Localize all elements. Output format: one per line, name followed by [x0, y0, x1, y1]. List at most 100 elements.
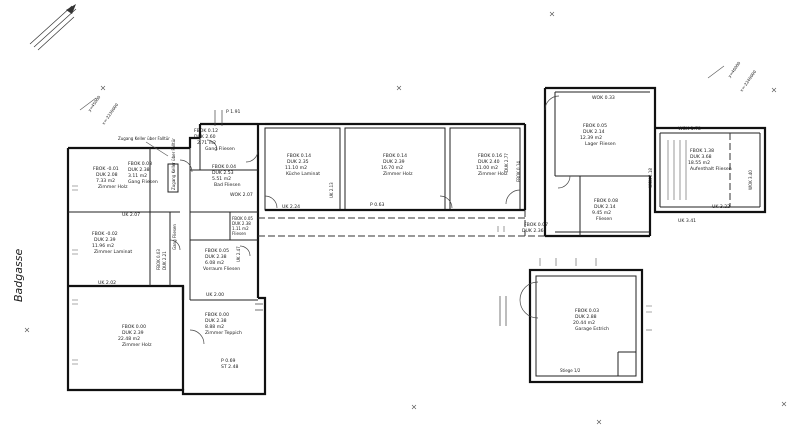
svg-text:Gang Fliesen: Gang Fliesen	[128, 179, 158, 185]
svg-text:FBOK 0.16: FBOK 0.16	[478, 153, 502, 159]
svg-text:FBOK 0.07: FBOK 0.07	[524, 222, 548, 228]
svg-text:ST 2.48: ST 2.48	[221, 364, 238, 370]
svg-text:DUK 2.40: DUK 2.40	[478, 159, 500, 165]
svg-text:8.88 m2: 8.88 m2	[205, 324, 224, 330]
coordinate-marker-east: y=46000 x=-2240000	[707, 60, 758, 93]
svg-text:FBOK -0.01: FBOK -0.01	[93, 166, 119, 172]
svg-text:UK 2.47: UK 2.47	[236, 246, 241, 262]
svg-text:DUK 2.38: DUK 2.38	[205, 318, 227, 324]
room-label-zimmer-holz-large: FBOK 0.00 DUK 2.39 22.48 m2 Zimmer Holz	[118, 324, 152, 348]
svg-text:9.45 m2: 9.45 m2	[592, 210, 611, 216]
svg-text:Küche Laminat: Küche Laminat	[286, 171, 320, 177]
svg-text:DUK 2.35: DUK 2.35	[287, 159, 309, 165]
reference-marks	[24, 11, 787, 425]
svg-text:DUK 2.38: DUK 2.38	[128, 167, 150, 173]
svg-text:5.51 m2: 5.51 m2	[212, 176, 231, 182]
door-swings	[169, 95, 571, 345]
svg-text:DUK 2.77: DUK 2.77	[504, 153, 509, 172]
svg-text:DUK 2.36: DUK 2.36	[522, 228, 544, 234]
svg-text:Vorraum Fliesen: Vorraum Fliesen	[203, 266, 240, 272]
room-label-kueche: FBOK 0.14 DUK 2.35 11.10 m2 Küche Lamina…	[285, 153, 320, 177]
room-label-lager: FBOK 0.05 DUK 2.14 12.39 m2 Lager Fliese…	[580, 123, 616, 147]
svg-text:Gang Fliesen: Gang Fliesen	[172, 224, 177, 250]
svg-text:FBOK 0.05: FBOK 0.05	[232, 216, 253, 221]
svg-text:22.48 m2: 22.48 m2	[118, 336, 140, 342]
svg-text:FBOK 0.08: FBOK 0.08	[594, 198, 618, 204]
svg-text:y=46000: y=46000	[727, 60, 742, 78]
svg-text:UK 2.00: UK 2.00	[206, 292, 224, 298]
svg-text:Zugang Keller über Falltür: Zugang Keller über Falltür	[171, 138, 176, 190]
svg-text:1.11 m2: 1.11 m2	[232, 226, 249, 231]
room-label-aufenthalt: FBOK 1.38 DUK 3.68 18.55 m2 Aufenthalt F…	[688, 148, 732, 172]
east-building-walls	[543, 86, 767, 238]
room-label-zimmer-laminat: FBOK -0.02 DUK 2.39 11.96 m2 Zimmer Lami…	[92, 231, 132, 255]
svg-text:DUK 2.14: DUK 2.14	[594, 204, 616, 210]
svg-text:Fliesen: Fliesen	[596, 216, 612, 222]
svg-text:P 1.91: P 1.91	[226, 109, 241, 115]
garage-walls	[528, 268, 644, 384]
room-label-gang-fliesen-3: FBOK 0.03 DUK 2.21 Gang Fliesen	[156, 224, 177, 270]
svg-text:Lager Fliesen: Lager Fliesen	[585, 141, 616, 147]
svg-text:WOK 2.07: WOK 2.07	[230, 192, 253, 198]
room-label-gang-fliesen-2: FBOK 0.12 DUK 2.60 2.71 m2 Gang Fliesen	[194, 128, 235, 152]
svg-text:Bad Fliesen: Bad Fliesen	[214, 182, 241, 188]
svg-text:Garage Estrich: Garage Estrich	[575, 326, 609, 332]
svg-text:WOK 1.78: WOK 1.78	[678, 126, 701, 132]
svg-text:UK 2.07: UK 2.07	[122, 212, 140, 218]
room-label-vorraum: FBOK 0.05 DUK 2.38 6.08 m2 Vorraum Flies…	[203, 248, 240, 272]
svg-text:DUK 2.88: DUK 2.88	[575, 314, 597, 320]
room-label-zimmer-teppich: FBOK 0.00 DUK 2.38 8.88 m2 Zimmer Teppic…	[205, 312, 242, 336]
svg-text:2.71 m2: 2.71 m2	[197, 140, 216, 146]
svg-text:x=-2230000: x=-2230000	[101, 102, 120, 126]
svg-text:Fliesen: Fliesen	[232, 231, 247, 236]
svg-text:WOK 3.40: WOK 3.40	[748, 170, 753, 190]
svg-text:18.55 m2: 18.55 m2	[688, 160, 710, 166]
svg-text:Zimmer Laminat: Zimmer Laminat	[94, 249, 132, 255]
svg-text:P 0.69: P 0.69	[221, 358, 236, 364]
svg-text:P 0.63: P 0.63	[370, 202, 385, 208]
room-label-gang-fliesen-1: FBOK 0.03 DUK 2.38 3.11 m2 Gang Fliesen	[128, 161, 158, 185]
svg-text:x=-2240000: x=-2240000	[739, 69, 758, 93]
svg-text:6.08 m2: 6.08 m2	[205, 260, 224, 266]
room-label-fliesen-small: FBOK 0.05 DUK 2.38 1.11 m2 Fliesen	[232, 216, 253, 236]
north-arrow-icon	[29, 4, 77, 51]
svg-text:DUK 2.53: DUK 2.53	[212, 170, 234, 176]
svg-text:FBOK 0.03: FBOK 0.03	[575, 308, 599, 314]
room-label-bad: FBOK 0.04 DUK 2.53 5.51 m2 Bad Fliesen	[212, 164, 241, 188]
svg-text:UK 2.24: UK 2.24	[282, 204, 300, 210]
svg-text:FBOK 0.05: FBOK 0.05	[583, 123, 607, 129]
svg-text:12.39 m2: 12.39 m2	[580, 135, 602, 141]
svg-text:Gang Fliesen: Gang Fliesen	[205, 146, 235, 152]
svg-text:DUK 3.68: DUK 3.68	[690, 154, 712, 160]
svg-text:DUK 2.39: DUK 2.39	[122, 330, 144, 336]
svg-text:DUK 2.39: DUK 2.39	[94, 237, 116, 243]
coordinate-marker-west: y=45000 x=-2230000	[79, 94, 120, 126]
svg-text:Zimmer Holz: Zimmer Holz	[478, 171, 508, 177]
level-ticks	[72, 185, 652, 365]
svg-text:WOK 3.18: WOK 3.18	[648, 168, 653, 188]
svg-text:DUK 2.21: DUK 2.21	[162, 251, 167, 270]
svg-text:20.44 m2: 20.44 m2	[573, 320, 595, 326]
svg-text:FBOK 0.00: FBOK 0.00	[205, 312, 229, 318]
svg-text:DUK 2.38: DUK 2.38	[232, 221, 251, 226]
room-label-fliesen-east: FBOK 0.08 DUK 2.14 9.45 m2 Fliesen	[592, 198, 618, 222]
room-label-zimmer-holz-1: FBOK -0.01 DUK 2.08 7.33 m2 Zimmer Holz	[93, 166, 128, 190]
svg-text:DUK 2.60: DUK 2.60	[194, 134, 216, 140]
access-note: Zugang Keller über Falltür Zugang Keller…	[118, 136, 179, 193]
svg-text:FBOK 0.05: FBOK 0.05	[205, 248, 229, 254]
svg-text:DUK 2.08: DUK 2.08	[96, 172, 118, 178]
street-name: Badgasse	[12, 249, 25, 302]
svg-text:Zimmer Holz: Zimmer Holz	[383, 171, 413, 177]
svg-text:Zugang Keller über Falltür: Zugang Keller über Falltür	[118, 136, 170, 141]
svg-text:11.10 m2: 11.10 m2	[285, 165, 307, 171]
svg-text:FBOK 0.12: FBOK 0.12	[194, 128, 218, 134]
svg-text:FBOK 0.04: FBOK 0.04	[212, 164, 236, 170]
svg-text:DUK 2.38: DUK 2.38	[205, 254, 227, 260]
svg-text:UK 2.02: UK 2.02	[98, 280, 116, 286]
svg-text:FBOK 1.38: FBOK 1.38	[690, 148, 714, 154]
svg-text:UK 3.22: UK 3.22	[712, 204, 730, 210]
svg-text:FBOK 0.00: FBOK 0.00	[122, 324, 146, 330]
svg-text:FBOK 0.14: FBOK 0.14	[516, 161, 521, 182]
svg-text:FBOK 0.03: FBOK 0.03	[128, 161, 152, 167]
svg-text:Zimmer Holz: Zimmer Holz	[122, 342, 152, 348]
